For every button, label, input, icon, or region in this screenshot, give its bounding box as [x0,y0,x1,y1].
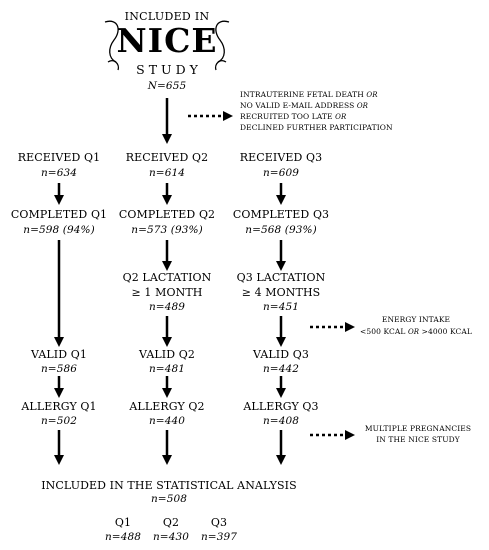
q3-allergy-n: n=408 [262,415,300,427]
q2-completed-n: n=573 (93%) [131,224,203,236]
q2-lactation-n: n=489 [148,301,186,313]
q2-completed: COMPLETED Q2 [118,208,216,221]
q3-allergy: ALLERGY Q3 [243,400,319,413]
q1-allergy-n: n=502 [40,415,78,427]
exclusion-3-line-2: IN THE NICE STUDY [376,435,460,444]
q2-allergy: ALLERGY Q2 [129,400,205,413]
final-q2-n: n=430 [152,531,190,543]
exclusion-3-line-1: MULTIPLE PREGNANCIES [364,424,472,433]
logo-top-text: INCLUDED IN [124,10,210,23]
logo-study-text: STUDY [136,62,202,77]
q1-valid-n: n=586 [40,363,78,375]
q2-received-n: n=614 [148,167,186,179]
logo-flourish-left [104,20,119,63]
q1-received: RECEIVED Q1 [17,151,101,164]
q3-lactation-line-1: Q3 LACTATION [236,271,326,284]
q3-received: RECEIVED Q3 [239,151,323,164]
q1-completed: COMPLETED Q1 [10,208,108,221]
final-q1-label: Q1 [114,516,132,529]
logo-nice-word: NICE [116,21,218,60]
final-q2-label: Q2 [162,516,180,529]
final-q3-n: n=397 [200,531,238,543]
q3-lactation-line-2: ≥ 4 MONTHS [241,286,321,299]
q3-completed: COMPLETED Q3 [232,208,330,221]
q2-lactation-line-1: Q2 LACTATION [122,271,212,284]
q3-valid-n: n=442 [262,363,300,375]
logo-flourish-right [215,20,230,63]
q1-allergy: ALLERGY Q1 [21,400,97,413]
q3-received-n: n=609 [262,167,300,179]
q3-valid: VALID Q3 [253,348,309,361]
exclusion-1-line-3: RECRUITED TOO LATE OR [240,112,347,121]
exclusion-1-line-1: INTRAUTERINE FETAL DEATH OR [240,90,378,99]
final-q1-n: n=488 [104,531,142,543]
q2-valid: VALID Q2 [139,348,195,361]
q3-lactation-n: n=451 [262,301,300,313]
exclusion-2-title: ENERGY INTAKE [381,315,451,324]
final-title: INCLUDED IN THE STATISTICAL ANALYSIS [41,479,297,492]
exclusion-1-line-4: DECLINED FURTHER PARTICIPATION [240,123,393,132]
exclusion-1-line-2: NO VALID E-MAIL ADDRESS OR [240,101,369,110]
study-count: N=655 [147,80,187,92]
final-q3-label: Q3 [210,516,228,529]
q3-completed-n: n=568 (93%) [245,224,317,236]
q2-received: RECEIVED Q2 [125,151,209,164]
logo-flourish-left-2 [107,60,120,71]
q1-completed-n: n=598 (94%) [23,224,95,236]
final-n: n=508 [150,493,188,505]
exclusion-2-range: <500 KCAL OR >4000 KCAL [360,327,472,336]
q2-lactation-line-2: ≥ 1 MONTH [131,286,203,299]
q2-allergy-n: n=440 [148,415,186,427]
q1-valid: VALID Q1 [31,348,87,361]
q1-received-n: n=634 [40,167,78,179]
q2-valid-n: n=481 [148,363,186,375]
logo-flourish-right-2 [214,60,227,71]
